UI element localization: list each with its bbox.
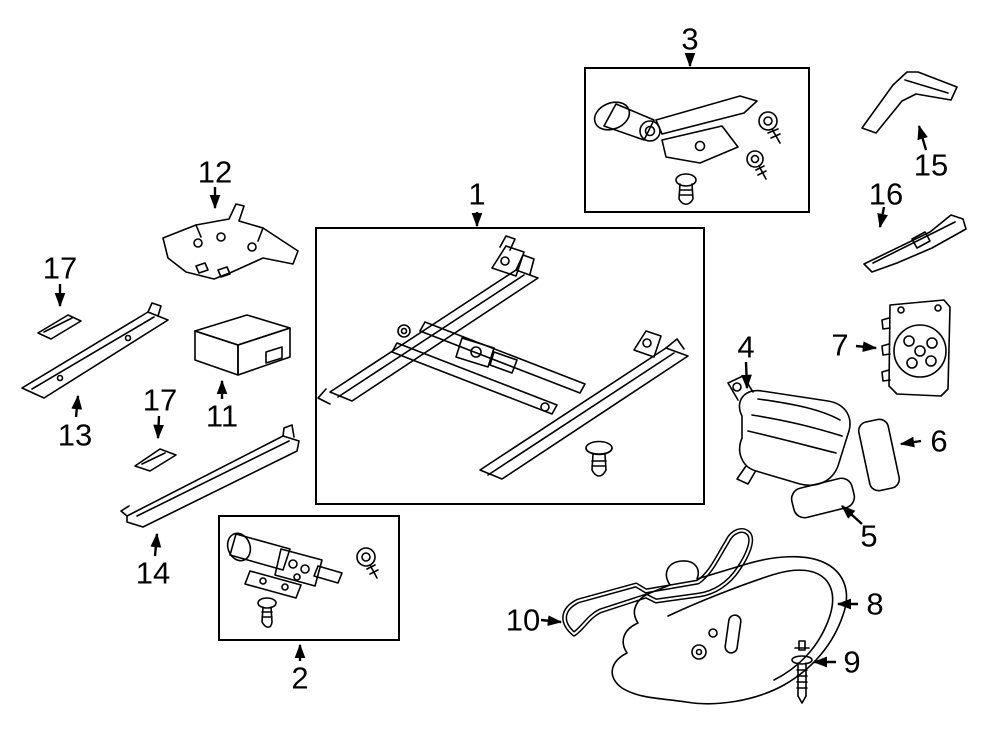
group-box-part-1 bbox=[315, 227, 705, 505]
callout-label-11: 11 bbox=[205, 398, 239, 434]
callout-arrow-13 bbox=[71, 394, 83, 418]
part-9-push-pin bbox=[791, 640, 813, 704]
group-box-part-2 bbox=[218, 515, 400, 641]
part-5-pad bbox=[790, 477, 856, 519]
part-7-round-face-module bbox=[881, 299, 951, 397]
callout-arrow-7 bbox=[855, 341, 878, 353]
part-10-wire-frame bbox=[562, 528, 754, 637]
callout-label-8: 8 bbox=[866, 586, 884, 622]
part-3-track-motor-assembly bbox=[593, 95, 781, 206]
part-8-seat-side-shield bbox=[611, 555, 848, 705]
callout-label-1: 1 bbox=[468, 176, 486, 212]
callout-label-15: 15 bbox=[913, 147, 949, 183]
callout-arrow-16 bbox=[877, 206, 888, 229]
callout-arrow-17b bbox=[153, 415, 164, 440]
callout-label-9: 9 bbox=[843, 644, 861, 680]
part-2-seat-adjust-motor bbox=[226, 532, 379, 629]
callout-arrow-6 bbox=[899, 436, 922, 448]
callout-arrow-14 bbox=[150, 532, 162, 557]
part-13-seat-track-rail bbox=[21, 302, 169, 399]
callout-label-13: 13 bbox=[57, 417, 93, 453]
callout-label-17a: 17 bbox=[42, 250, 78, 286]
callout-label-5: 5 bbox=[860, 518, 878, 554]
callout-label-17b: 17 bbox=[142, 382, 178, 418]
group-box-part-3 bbox=[584, 67, 810, 213]
part-4-recliner-actuator bbox=[727, 375, 851, 486]
part-15-trim-cover bbox=[861, 71, 958, 134]
callout-arrow-4 bbox=[741, 361, 752, 390]
part-12-mounting-bracket bbox=[162, 203, 299, 280]
part-14-trim-rail bbox=[120, 424, 300, 528]
callout-label-6: 6 bbox=[930, 423, 948, 459]
part-1-seat-track-assembly bbox=[317, 235, 689, 480]
callout-label-4: 4 bbox=[737, 329, 755, 365]
part-11-control-module-highlighted bbox=[194, 314, 291, 376]
callout-arrow-5 bbox=[841, 505, 863, 525]
callout-arrow-10 bbox=[540, 615, 563, 627]
callout-label-14: 14 bbox=[135, 555, 171, 591]
part-17-spacer-strip-lower bbox=[134, 448, 177, 472]
callout-arrow-15 bbox=[917, 124, 928, 151]
callout-label-7: 7 bbox=[831, 327, 849, 363]
callout-label-16: 16 bbox=[868, 176, 904, 212]
callout-label-12: 12 bbox=[197, 154, 233, 190]
callout-label-10: 10 bbox=[505, 602, 541, 638]
callout-label-2: 2 bbox=[291, 660, 309, 696]
part-17-spacer-strip-upper bbox=[37, 314, 82, 340]
part-6-pad bbox=[857, 418, 901, 492]
callout-label-3: 3 bbox=[681, 21, 699, 57]
callout-arrows bbox=[54, 52, 928, 668]
part-16-trim-cover bbox=[863, 214, 967, 273]
